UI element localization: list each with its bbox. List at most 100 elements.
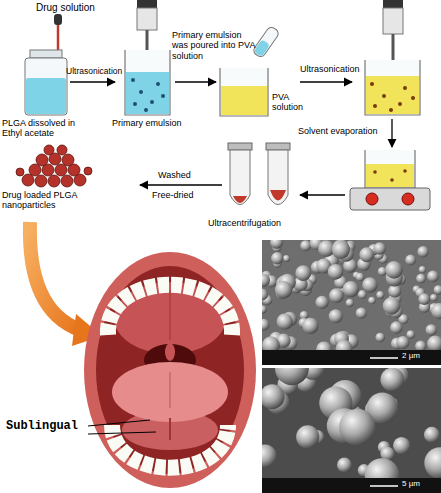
sem-image [302, 318, 318, 334]
sem-image [427, 270, 439, 282]
step-label: Ultrasonication [66, 67, 136, 77]
mouth [165, 343, 175, 361]
nanoparticles [48, 175, 60, 187]
sem-image [262, 240, 441, 357]
beaker [125, 50, 170, 115]
mouth [112, 362, 228, 422]
sem-image [406, 330, 415, 339]
vial [26, 78, 66, 114]
step-label: Ultracentrifugation [208, 218, 308, 228]
sem-image [434, 285, 441, 295]
flow-arrow [175, 81, 216, 82]
sem-image [262, 444, 277, 467]
beaker [370, 82, 374, 86]
sem-image [262, 319, 269, 331]
dropper [54, 14, 62, 25]
sem-image [253, 351, 441, 493]
mouth [169, 290, 171, 340]
beaker [403, 86, 407, 90]
sem-image [346, 299, 354, 307]
mouth [84, 252, 256, 488]
nanoparticles [61, 175, 73, 187]
beaker [365, 60, 420, 115]
sem-image [343, 281, 359, 297]
sem-image [390, 321, 403, 334]
mouth [112, 425, 228, 468]
centrifuge-tube [233, 196, 247, 203]
beaker [131, 78, 135, 82]
sem-image [328, 264, 344, 280]
nanoparticles [35, 175, 47, 187]
stage-label: Primary emulsion [112, 118, 196, 128]
nanoparticles [16, 145, 92, 187]
sonicator-probe [383, 8, 403, 34]
sem-image [418, 293, 430, 305]
product-label: Drug loaded PLGA nanoparticles [2, 190, 102, 211]
sem-image [315, 296, 328, 309]
hot-plate [365, 150, 415, 188]
sem-image [270, 240, 283, 249]
test-tube [252, 25, 280, 58]
sem-image [430, 294, 437, 301]
sonicator-probe [383, 0, 403, 8]
route-arrow [30, 222, 80, 330]
sem-image [329, 288, 344, 303]
sem-image [368, 297, 376, 305]
sem-image [262, 384, 285, 409]
sem-image [383, 297, 401, 315]
reagent-label: PVA solution [272, 92, 320, 113]
sem-image [427, 336, 441, 352]
leader-line [88, 420, 150, 426]
mouth [108, 285, 232, 335]
beaker [125, 50, 170, 115]
flow-arrow [300, 81, 352, 82]
sem-image [271, 252, 283, 264]
test-tube [253, 39, 270, 57]
sem-image [405, 255, 416, 266]
nanoparticles [22, 174, 34, 186]
centrifuge-tube [230, 150, 250, 205]
nanoparticles [84, 167, 92, 175]
sem-image [424, 447, 441, 479]
sem-image [275, 281, 293, 299]
step-label: Free-dried [152, 190, 214, 200]
nanoparticles [55, 164, 67, 176]
beaker [126, 72, 169, 114]
sem-image [385, 261, 403, 279]
sem-image [262, 478, 441, 493]
nanoparticles [36, 154, 48, 166]
sem-image [388, 285, 401, 298]
hot-plate [350, 188, 430, 210]
sem-image [370, 485, 398, 487]
nanoparticles [44, 145, 54, 155]
vial [25, 58, 67, 115]
mouth [96, 266, 244, 474]
beaker [382, 94, 386, 98]
centrifuge-tube [270, 190, 286, 201]
hot-plate [403, 169, 407, 173]
hot-plate [350, 150, 430, 210]
sem-image [426, 324, 438, 336]
sem-image [375, 333, 385, 343]
sem-image [339, 409, 376, 446]
sem-image [283, 255, 290, 262]
sonicator-probe [137, 8, 157, 30]
centrifuge-tube [266, 143, 290, 150]
nanoparticles [62, 154, 74, 166]
beaker [150, 100, 154, 104]
step-label: Primary emulsion was poured into PVA sol… [172, 30, 256, 61]
sem-image [295, 265, 311, 281]
sem-image [431, 303, 441, 319]
beaker [373, 104, 377, 108]
sem-image [417, 246, 428, 257]
flow-arrow [70, 81, 115, 82]
sem-image [356, 273, 365, 282]
sem-image [419, 266, 426, 273]
sem-image [332, 241, 350, 259]
beaker [156, 82, 160, 86]
beaker [133, 102, 137, 106]
sem-image [275, 368, 309, 385]
anatomy-label: Sublingual [6, 420, 98, 434]
sem-image [416, 274, 426, 284]
